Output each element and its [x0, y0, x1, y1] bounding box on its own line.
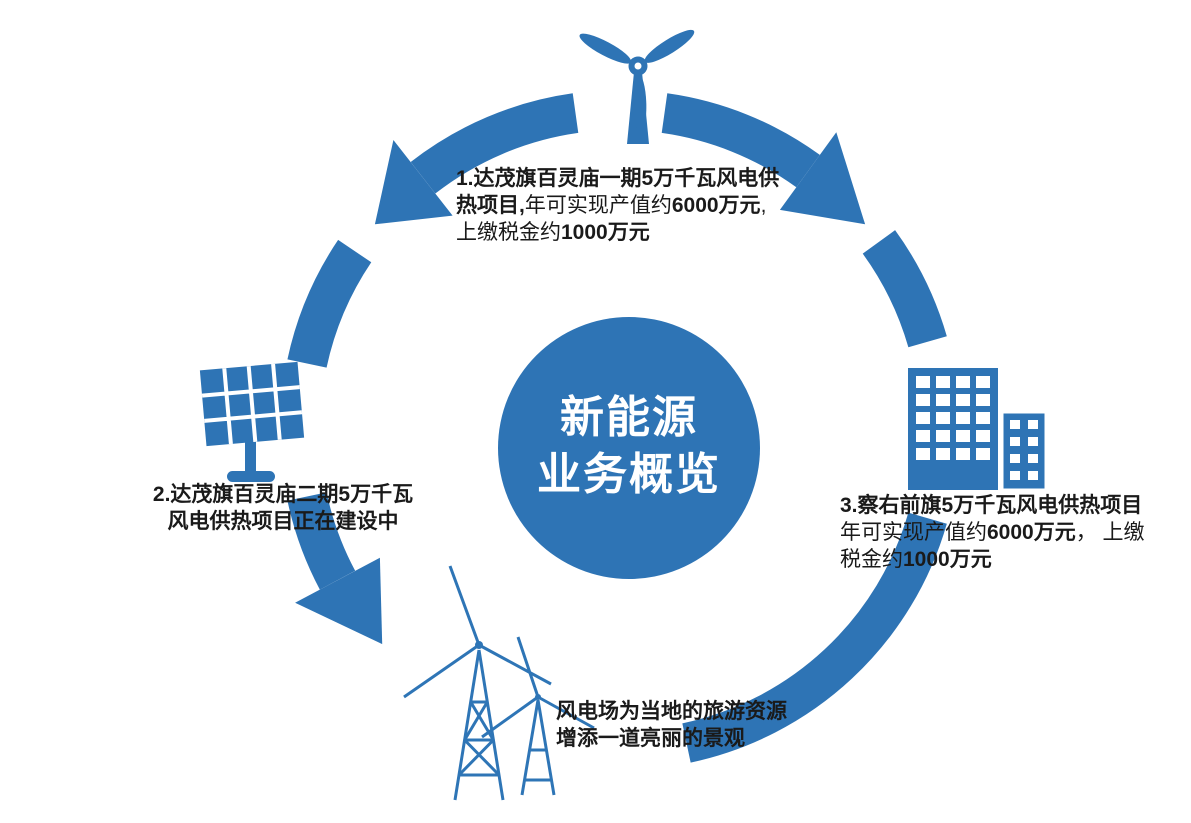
- turbine-blade: [632, 73, 647, 132]
- building-tall: [908, 368, 998, 490]
- diagram-title-line2: 业务概览: [537, 450, 721, 499]
- text-segment: 3.察右前旗5万千瓦风电供热项目: [840, 494, 1143, 517]
- wind-farm-tower-2: [520, 699, 556, 796]
- text-segment: 年可实现产值约: [840, 521, 987, 544]
- text-segment: 热项目,: [456, 194, 525, 217]
- text-segment: 1000万元: [903, 548, 992, 571]
- turbine-blade: [579, 33, 632, 64]
- wind-farm-tower-rungs: [459, 700, 499, 777]
- text-segment: ， 上缴: [1075, 521, 1145, 544]
- note-line: 2.达茂旗百灵庙二期5万千瓦: [133, 481, 433, 508]
- turbine-blade: [644, 29, 695, 63]
- text-segment: 6000万元: [987, 521, 1076, 544]
- wind-farm-tower-braces: [457, 701, 501, 777]
- wind-farm-blades-2: [481, 636, 595, 739]
- text-segment: 增添一道亮丽的景观: [556, 727, 745, 750]
- text-segment: 上缴税金约: [456, 221, 561, 244]
- solar-base: [227, 471, 275, 482]
- solar-panel-grid: [201, 363, 303, 445]
- note-line: 热项目,年可实现产值约6000万元,: [456, 192, 779, 219]
- note-line: 上缴税金约1000万元: [456, 219, 779, 246]
- wind-turbine-icon: [579, 29, 695, 144]
- note-tourism: 风电场为当地的旅游资源 增添一道亮丽的景观: [556, 698, 787, 752]
- cycle-arc-right-lower: [682, 512, 947, 763]
- note-line: 税金约1000万元: [840, 546, 1145, 573]
- diagram-title: 新能源 业务概览: [429, 389, 829, 503]
- diagram-title-line1: 新能源: [560, 393, 698, 442]
- wind-farm-tower: [453, 649, 505, 801]
- buildings-icon: [908, 368, 1048, 492]
- building-tall-windows: [916, 376, 990, 460]
- arrowhead-bottom-left-icon: [295, 557, 383, 645]
- wind-farm-blades: [403, 565, 552, 699]
- text-segment: 年可实现产值约: [524, 194, 672, 217]
- cycle-ring: [287, 93, 947, 763]
- solar-panel-icon: [199, 361, 305, 482]
- building-short-windows: [1010, 420, 1038, 480]
- text-segment: ,: [760, 194, 767, 217]
- text-segment: 2.达茂旗百灵庙二期5万千瓦: [152, 483, 414, 506]
- note-project-3: 3.察右前旗5万千瓦风电供热项目 年可实现产值约6000万元， 上缴 税金约10…: [840, 492, 1145, 573]
- building-short: [1000, 410, 1048, 492]
- cycle-arc-left-upper: [287, 239, 372, 368]
- arrowhead-top-right-icon: [779, 132, 866, 225]
- note-line: 3.察右前旗5万千瓦风电供热项目: [840, 492, 1145, 519]
- cycle-arc-right-upper: [862, 230, 947, 348]
- cycle-arc-left-lower: [287, 491, 356, 590]
- text-segment: 1.达茂旗百灵庙一期5万千瓦风电供: [456, 167, 780, 190]
- text-segment: 税金约: [840, 548, 903, 571]
- note-project-2: 2.达茂旗百灵庙二期5万千瓦 风电供热项目正在建设中: [133, 481, 433, 535]
- solar-pole: [245, 438, 256, 474]
- note-line: 风电场为当地的旅游资源: [556, 698, 787, 725]
- center-circle: [498, 317, 760, 579]
- wind-farm-hub-2: [535, 694, 541, 700]
- note-line: 增添一道亮丽的景观: [556, 725, 787, 752]
- text-segment: 1000万元: [561, 221, 650, 244]
- text-segment: 风电场为当地的旅游资源: [556, 700, 787, 723]
- cycle-arc-top-left: [410, 93, 579, 194]
- cycle-arrowheads: [295, 132, 866, 645]
- note-line: 风电供热项目正在建设中: [133, 508, 433, 535]
- note-line: 年可实现产值约6000万元， 上缴: [840, 519, 1145, 546]
- arrowhead-top-left-icon: [374, 140, 453, 225]
- note-line: 1.达茂旗百灵庙一期5万千瓦风电供: [456, 165, 779, 192]
- note-project-1: 1.达茂旗百灵庙一期5万千瓦风电供 热项目,年可实现产值约6000万元, 上缴税…: [456, 165, 779, 246]
- wind-farm-outline-icon: [403, 565, 595, 801]
- wind-farm-hub: [475, 641, 483, 649]
- cycle-arc-top-right: [661, 93, 820, 188]
- turbine-hub-center: [634, 62, 642, 70]
- text-segment: 风电供热项目正在建设中: [167, 510, 399, 533]
- text-segment: 6000万元: [671, 194, 761, 217]
